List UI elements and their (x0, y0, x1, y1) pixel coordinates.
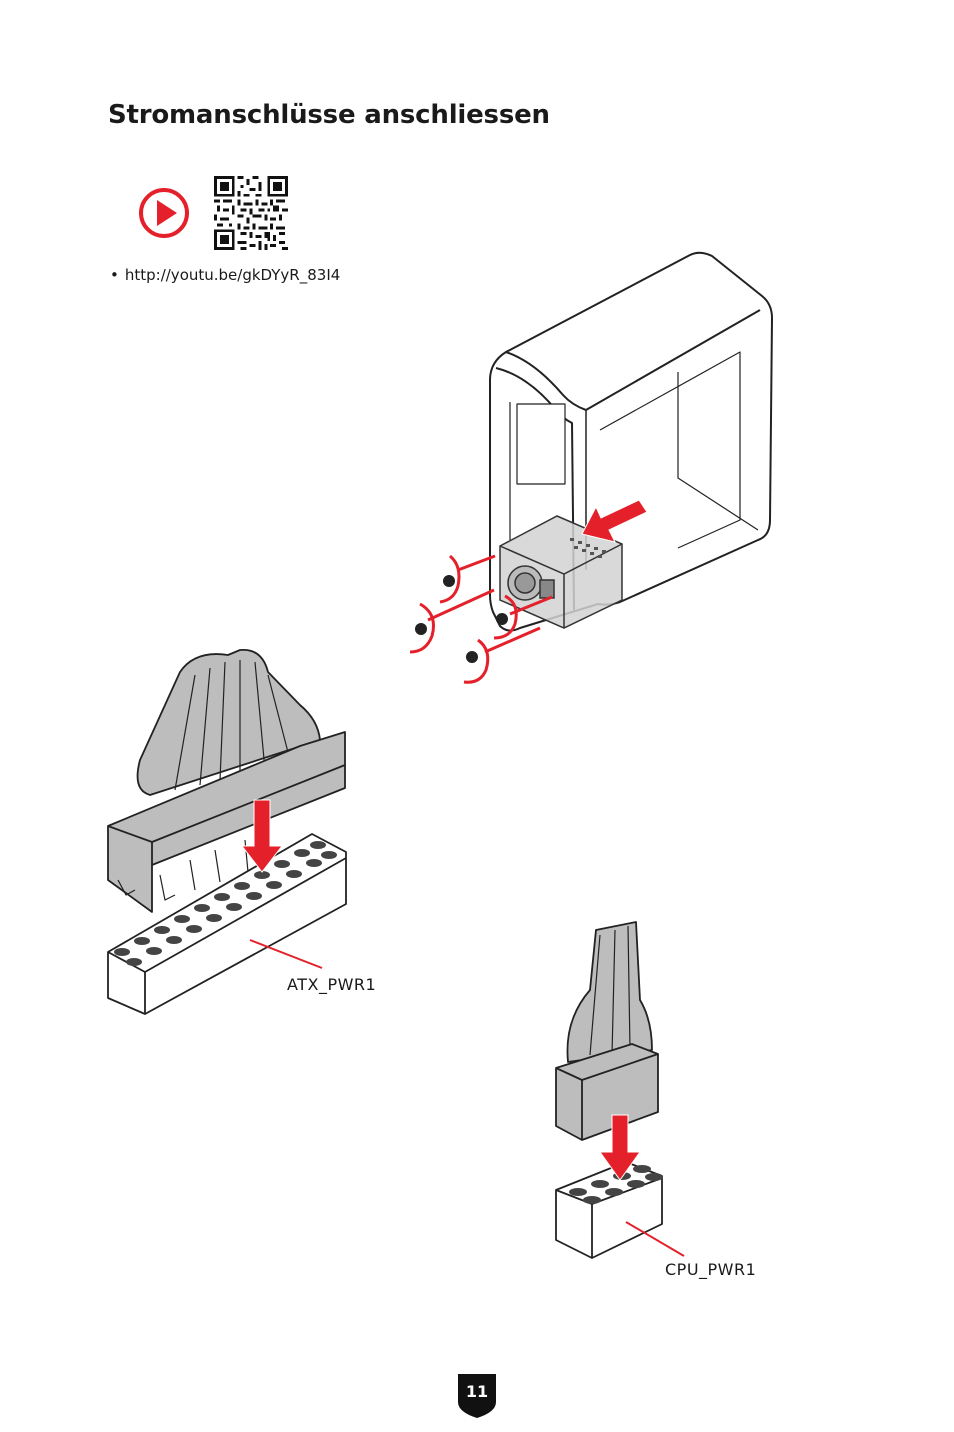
page-title: Stromanschlüsse anschliessen (108, 100, 550, 130)
atx-arrow (240, 799, 284, 873)
page-number-badge (458, 1374, 496, 1418)
insert-arrow (581, 499, 648, 543)
video-url[interactable]: http://youtu.be/gkDYyR_83I4 (124, 266, 341, 284)
cpu-pwr1-label: CPU_PWR1 (665, 1260, 757, 1279)
cpu-cable-connector (555, 921, 659, 1141)
atx-leader-line (249, 939, 323, 969)
screws (415, 575, 508, 663)
play-icon[interactable] (138, 187, 190, 239)
page-number: 11 (465, 1382, 489, 1401)
bullet: • (110, 266, 119, 284)
video-section (138, 176, 298, 252)
atx-pwr1-label: ATX_PWR1 (287, 975, 377, 994)
cpu-leader-line (625, 1221, 685, 1257)
qr-code[interactable] (214, 176, 288, 250)
video-link[interactable]: • http://youtu.be/gkDYyR_83I4 (110, 266, 340, 284)
cpu-board-header (555, 1161, 663, 1259)
atx-board-header (107, 833, 347, 1015)
power-supply (499, 515, 623, 629)
atx-cable-connector (107, 649, 346, 913)
cpu-arrow (599, 1114, 641, 1181)
screw-arrows (409, 554, 553, 684)
